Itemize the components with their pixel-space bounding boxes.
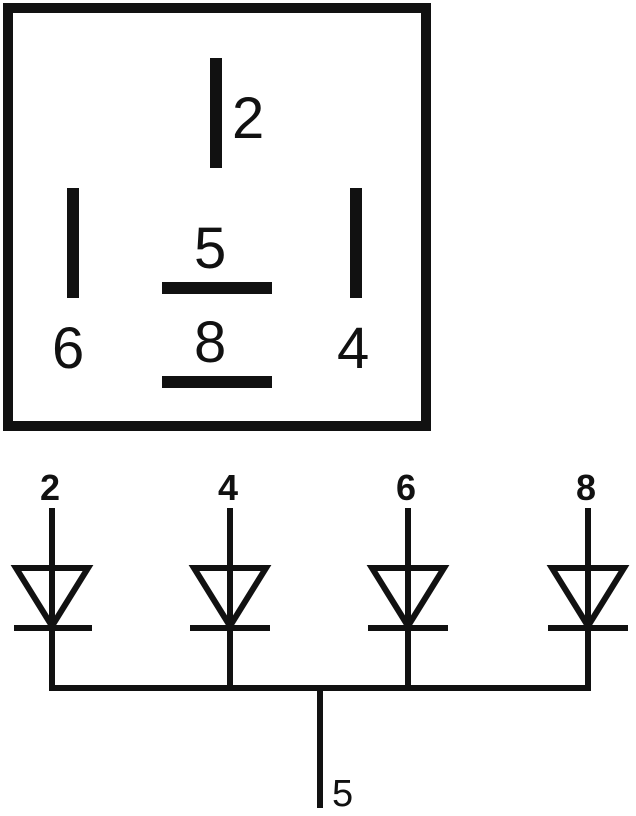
diode-8-triangle bbox=[546, 565, 630, 632]
pin-6-label: 6 bbox=[52, 316, 84, 381]
diode-6-label: 6 bbox=[396, 467, 416, 508]
pin-4-label: 4 bbox=[337, 316, 369, 381]
diode-2-label: 2 bbox=[40, 467, 60, 508]
pin-2-label: 2 bbox=[232, 86, 264, 151]
diode-circuit: 2 4 6 8 5 bbox=[10, 467, 630, 815]
diode-6: 6 bbox=[366, 467, 450, 688]
pin-6-blade bbox=[67, 188, 79, 298]
diode-4-triangle bbox=[188, 565, 272, 632]
common-label: 5 bbox=[332, 773, 353, 815]
diode-8: 8 bbox=[546, 467, 630, 688]
pin-8-label: 8 bbox=[194, 310, 226, 375]
diode-4: 4 bbox=[188, 467, 272, 688]
connector-pinout: 2 6 4 5 8 bbox=[3, 3, 431, 431]
diode-6-triangle bbox=[366, 565, 450, 632]
connector-outline bbox=[3, 3, 431, 431]
pin-5-blade bbox=[162, 282, 272, 294]
pin-8-blade bbox=[162, 376, 272, 388]
pin-2-blade bbox=[210, 58, 222, 168]
pin-4-blade bbox=[350, 188, 362, 298]
pin-5-label: 5 bbox=[194, 216, 226, 281]
diode-8-label: 8 bbox=[576, 467, 596, 508]
diode-2: 2 bbox=[10, 467, 94, 688]
diode-4-label: 4 bbox=[218, 467, 238, 508]
diode-2-triangle bbox=[10, 565, 94, 632]
